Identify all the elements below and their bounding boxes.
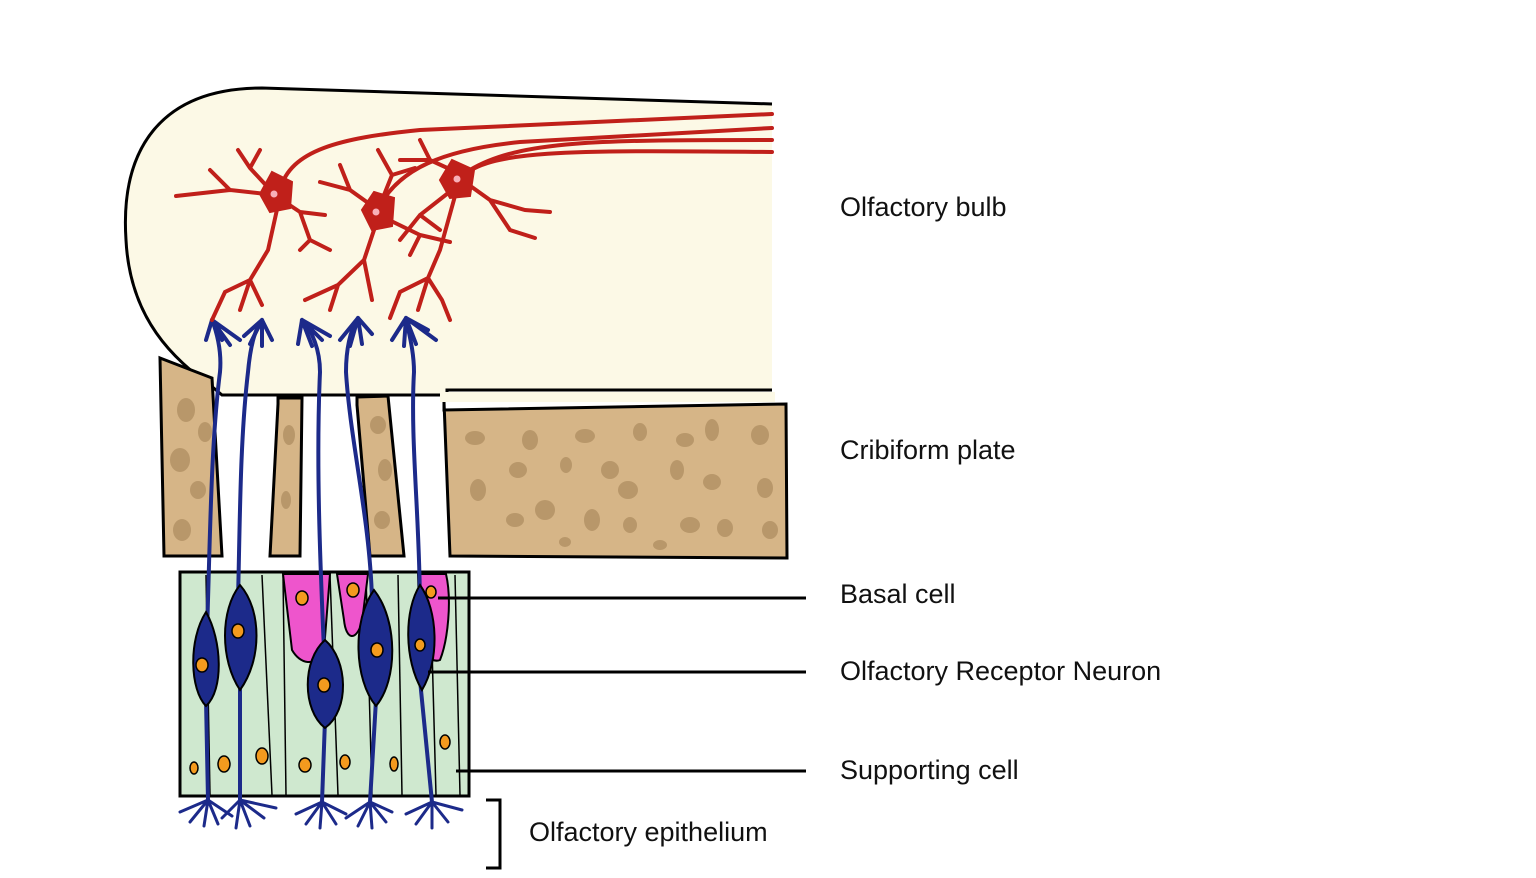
olfactory-epithelium-label: Olfactory epithelium (529, 817, 768, 847)
supporting-cell-label: Supporting cell (840, 755, 1019, 785)
receptor-neuron (407, 583, 436, 692)
cilia (178, 798, 464, 830)
mitral-cells (174, 112, 774, 322)
bone-texture (170, 398, 778, 550)
cribriform-plate (158, 355, 789, 560)
epithelium-bracket (486, 798, 502, 870)
cribriform-plate-label: Cribiform plate (840, 435, 1016, 465)
leader-lines (428, 596, 806, 870)
olfactory-bulb-label: Olfactory bulb (840, 192, 1007, 222)
nuclei (189, 582, 451, 775)
receptor-neurons (178, 316, 464, 830)
receptor-neuron-label: Olfactory Receptor Neuron (840, 656, 1162, 686)
basal-cell-label: Basal cell (840, 579, 956, 609)
